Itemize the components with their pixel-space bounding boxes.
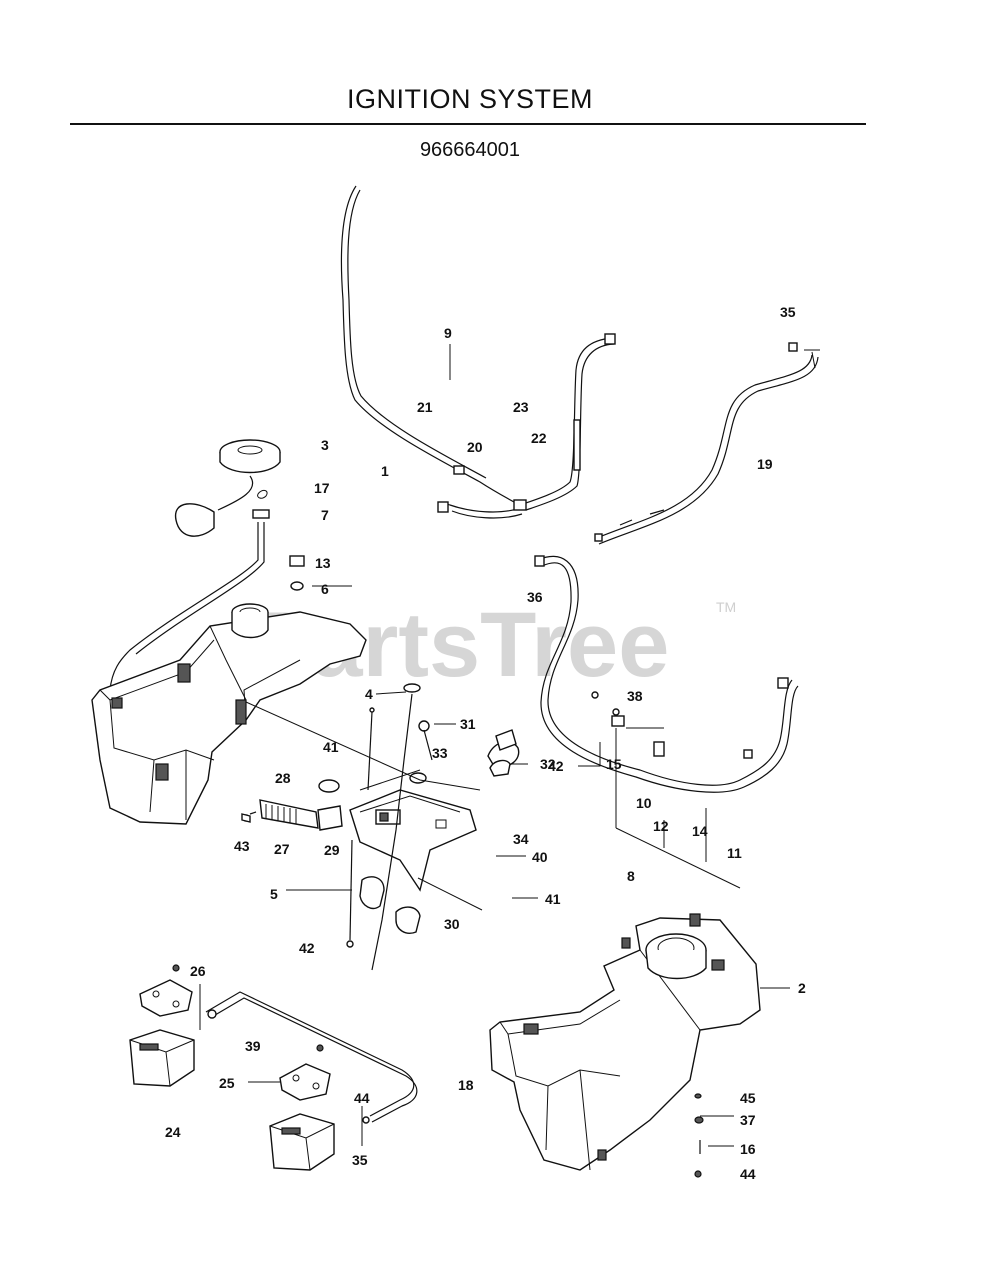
callout-23: 23 bbox=[513, 399, 529, 415]
callout-12: 12 bbox=[653, 818, 669, 834]
fuel-line bbox=[109, 489, 305, 691]
callout-16: 16 bbox=[740, 1141, 756, 1157]
control-panel-assembly bbox=[241, 683, 520, 971]
callout-33: 33 bbox=[432, 745, 448, 761]
callout-1: 1 bbox=[381, 463, 389, 479]
callout-25: 25 bbox=[219, 1075, 235, 1091]
callout-38: 38 bbox=[627, 688, 643, 704]
callout-13: 13 bbox=[315, 555, 331, 571]
callout-3: 3 bbox=[321, 437, 329, 453]
callout-22: 22 bbox=[531, 430, 547, 446]
leader-lines bbox=[199, 344, 790, 1147]
callout-40: 40 bbox=[532, 849, 548, 865]
callout-41-right: 41 bbox=[545, 891, 561, 907]
callout-26: 26 bbox=[190, 963, 206, 979]
callout-29: 29 bbox=[324, 842, 340, 858]
callout-6: 6 bbox=[321, 581, 329, 597]
callout-39: 39 bbox=[245, 1038, 261, 1054]
diagram-title: IGNITION SYSTEM bbox=[346, 84, 594, 114]
callout-2: 2 bbox=[798, 980, 806, 996]
callout-43: 43 bbox=[234, 838, 250, 854]
callout-10: 10 bbox=[636, 795, 652, 811]
callout-45: 45 bbox=[740, 1090, 756, 1106]
callout-35-top: 35 bbox=[780, 304, 796, 320]
callout-7: 7 bbox=[321, 507, 329, 523]
callout-31: 31 bbox=[460, 716, 476, 732]
callout-18: 18 bbox=[458, 1077, 474, 1093]
wire-harness-36 bbox=[534, 555, 799, 793]
callout-15: 15 bbox=[606, 756, 622, 772]
callout-8: 8 bbox=[627, 868, 635, 884]
callout-28: 28 bbox=[275, 770, 291, 786]
callout-20: 20 bbox=[467, 439, 483, 455]
hardware-right bbox=[694, 1093, 704, 1178]
title-divider bbox=[70, 123, 866, 125]
callout-41-left: 41 bbox=[323, 739, 339, 755]
callout-27: 27 bbox=[274, 841, 290, 857]
ignition-modules bbox=[129, 964, 418, 1171]
watermark-tm: TM bbox=[716, 599, 736, 615]
wire-harness-upper bbox=[340, 185, 616, 519]
callout-42-left: 42 bbox=[299, 940, 315, 956]
part-number: 966664001 bbox=[419, 139, 521, 161]
callout-11: 11 bbox=[727, 845, 742, 861]
callout-44-left: 44 bbox=[354, 1090, 370, 1106]
callout-32: 32 bbox=[540, 756, 556, 772]
fuel-tank-left bbox=[91, 603, 367, 825]
callout-19: 19 bbox=[757, 456, 773, 472]
callout-14: 14 bbox=[692, 823, 708, 839]
callout-21: 21 bbox=[417, 399, 433, 415]
callout-30: 30 bbox=[444, 916, 460, 932]
callout-24: 24 bbox=[165, 1124, 181, 1140]
fuel-tank-right bbox=[489, 913, 761, 1171]
callout-42-right: 42 bbox=[548, 758, 564, 774]
callout-34: 34 bbox=[513, 831, 529, 847]
callout-35-bottom: 35 bbox=[352, 1152, 368, 1168]
callout-labels: 9 21 23 22 20 3 1 17 7 13 6 35 19 36 38 … bbox=[165, 304, 806, 1182]
callout-36: 36 bbox=[527, 589, 543, 605]
callout-44-right: 44 bbox=[740, 1166, 756, 1182]
callout-9: 9 bbox=[444, 325, 452, 341]
callout-17: 17 bbox=[314, 480, 330, 496]
fuel-cap bbox=[174, 439, 281, 537]
callout-5: 5 bbox=[270, 886, 278, 902]
callout-4: 4 bbox=[365, 686, 373, 702]
wire-harness-19 bbox=[594, 342, 820, 545]
callout-37: 37 bbox=[740, 1112, 756, 1128]
